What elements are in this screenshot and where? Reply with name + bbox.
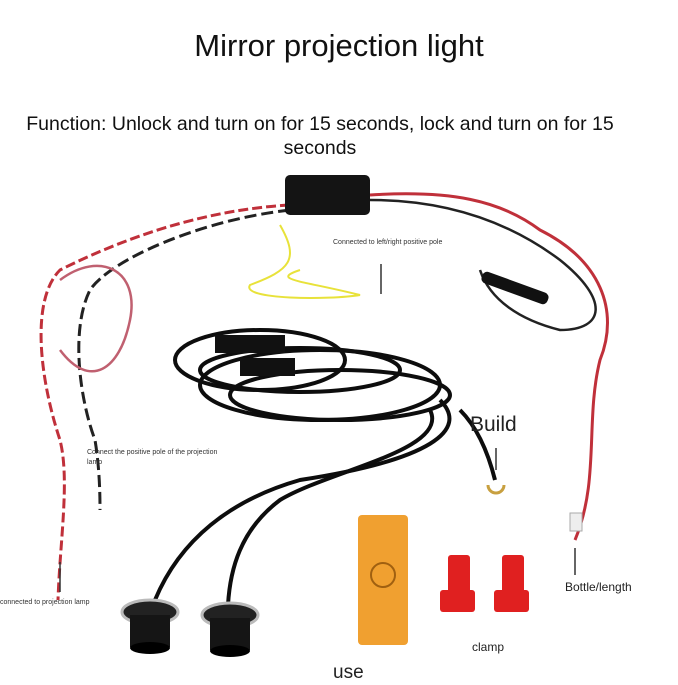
right-wire-red	[369, 192, 609, 541]
wire-clamp-1	[440, 555, 475, 612]
label-build: Build	[470, 413, 517, 436]
right-wire-black	[369, 198, 597, 332]
ring-terminal	[486, 484, 506, 495]
yellow-wire	[248, 224, 361, 299]
label-left-right-positive: Connected to left/right positive pole	[333, 239, 443, 246]
projection-lamp-left	[120, 598, 180, 654]
label-clamp: clamp	[472, 640, 505, 654]
left-loop	[59, 264, 133, 373]
function-description: Function: Unlock and turn on for 15 seco…	[26, 113, 614, 159]
page-title: Mirror projection light	[194, 28, 484, 63]
wire-clamp-2	[494, 555, 529, 612]
fuse-holder	[481, 271, 549, 305]
accessory-box	[358, 515, 408, 645]
inline-module-1	[215, 335, 285, 353]
inline-module-2	[240, 358, 295, 376]
label-use: use	[333, 662, 364, 683]
label-bottle-length: Bottle/length	[565, 580, 632, 594]
label-projection-lamp: connected to projection lamp	[0, 599, 90, 606]
left-wire-black	[77, 208, 291, 511]
connector-plug	[569, 512, 583, 532]
control-box	[285, 175, 370, 215]
label-projection-positive: Connect the positive pole of the project…	[87, 449, 218, 466]
projection-lamp-right	[200, 601, 260, 657]
left-wire-red	[39, 203, 291, 601]
black-cable-bundle	[153, 328, 497, 606]
